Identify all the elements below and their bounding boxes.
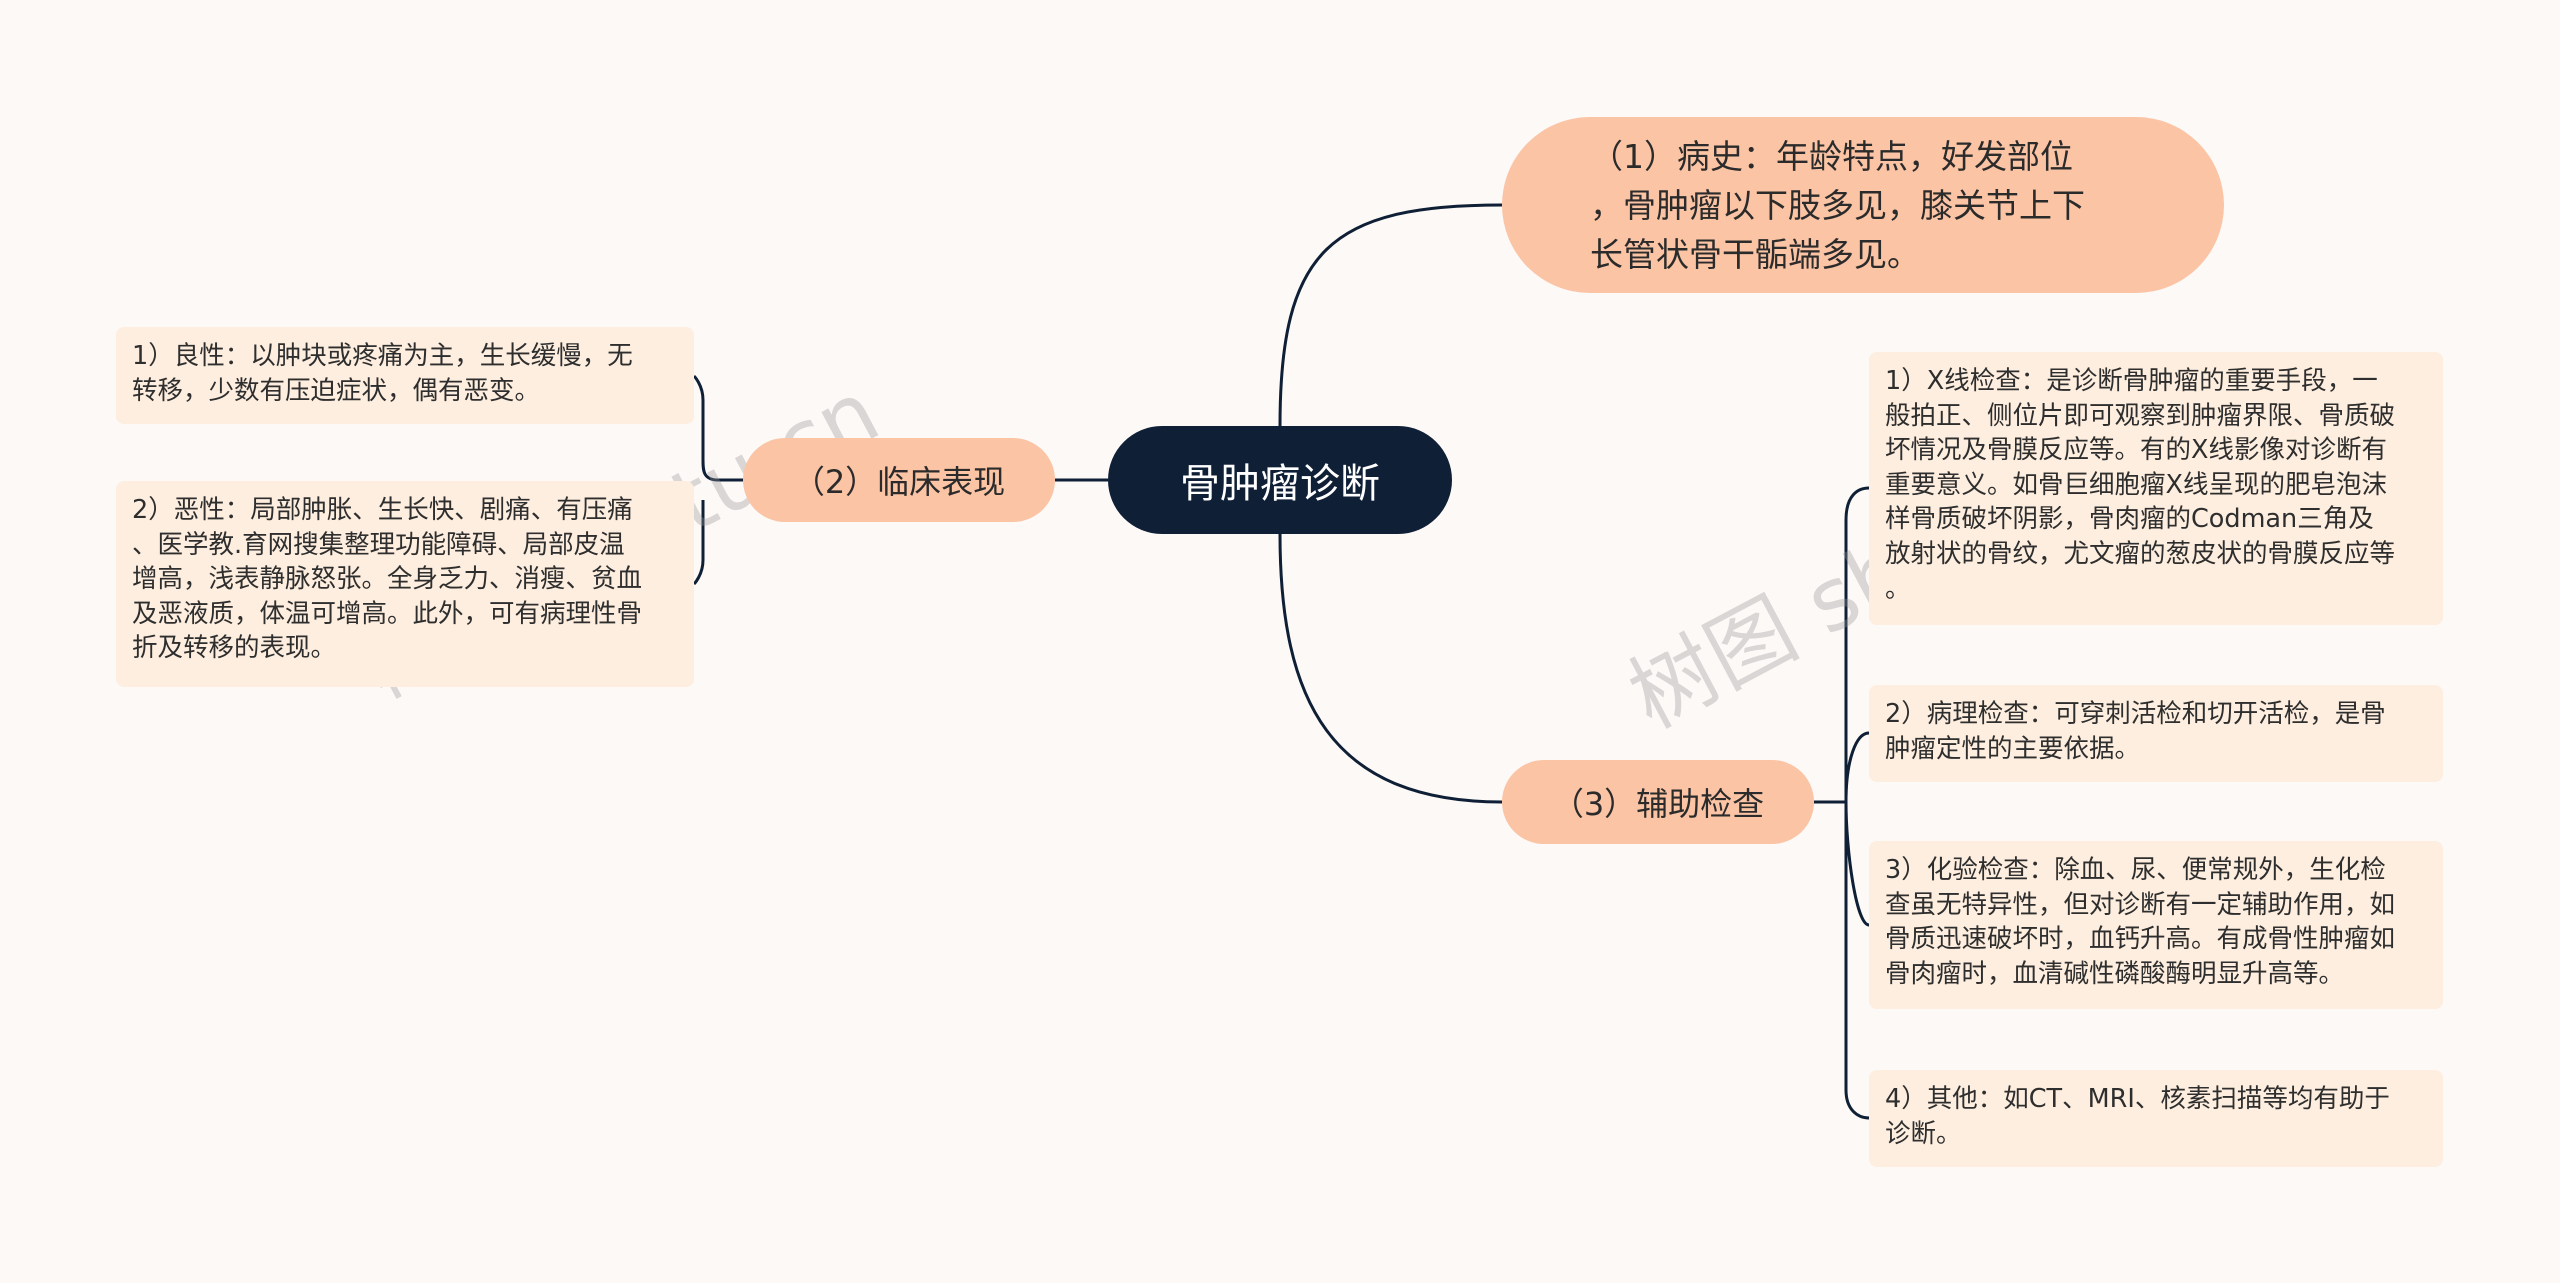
text-line: 3）化验检查：除血、尿、便常规外，生化检 xyxy=(1885,855,2386,885)
leaf-node-xray[interactable]: 1）X线检查：是诊断骨肿瘤的重要手段，一 般拍正、侧位片即可观察到肿瘤界限、骨质… xyxy=(1869,352,2443,625)
text-line: 及恶液质，体温可增高。此外，可有病理性骨 xyxy=(132,598,643,629)
text-line: 放射状的骨纹，尤文瘤的葱皮状的骨膜反应等 xyxy=(1885,538,2396,569)
leaf-node-malignant[interactable]: 2）恶性：局部肿胀、生长快、剧痛、有压痛 、医学教.育网搜集整理功能障碍、局部皮… xyxy=(116,481,694,687)
branch-node-history[interactable]: （1）病史：年龄特点，好发部位 ，骨肿瘤以下肢多见，膝关节上下 长管状骨干骺端多… xyxy=(1502,117,2224,293)
leaf-node-benign[interactable]: 1）良性：以肿块或疼痛为主，生长缓慢，无 转移，少数有压迫症状，偶有恶变。 xyxy=(116,327,694,424)
root-label: 骨肿瘤诊断 xyxy=(1180,461,1380,507)
branch-label: （3）辅助检查 xyxy=(1551,785,1765,823)
root-node[interactable]: 骨肿瘤诊断 xyxy=(1108,426,1452,534)
text-line: 转移，少数有压迫症状，偶有恶变。 xyxy=(132,375,541,406)
text-line: 折及转移的表现。 xyxy=(132,633,337,664)
branch-node-clinical[interactable]: （2）临床表现 xyxy=(743,438,1055,522)
text-line: 肿瘤定性的主要依据。 xyxy=(1885,733,2141,764)
text-line: 4）其他：如CT、MRI、核素扫描等均有助于 xyxy=(1885,1084,2390,1114)
text-line: 查虽无特异性，但对诊断有一定辅助作用，如 xyxy=(1885,889,2396,920)
connector-root-exams xyxy=(1278,533,1503,804)
branch-node-exams[interactable]: （3）辅助检查 xyxy=(1502,760,1814,844)
text-line: 样骨质破坏阴影，骨肉瘤的Codman三角及 xyxy=(1885,504,2374,535)
branch-label: （1）病史：年龄特点，好发部位 ，骨肿瘤以下肢多见，膝关节上下 长管状骨干骺端多… xyxy=(1590,132,2085,279)
text-line: （1）病史：年龄特点，好发部位 xyxy=(1590,136,2073,176)
leaf-node-pathology[interactable]: 2）病理检查：可穿刺活检和切开活检，是骨 肿瘤定性的主要依据。 xyxy=(1869,685,2443,782)
connector-exams-bracket xyxy=(1814,486,1870,1120)
text-line: 。 xyxy=(1885,573,1911,604)
text-line: 2）恶性：局部肿胀、生长快、剧痛、有压痛 xyxy=(132,495,633,525)
text-line: 骨质迅速破坏时，血钙升高。有成骨性肿瘤如 xyxy=(1885,924,2396,955)
text-line: ，骨肿瘤以下肢多见，膝关节上下 xyxy=(1590,185,2085,225)
leaf-node-other[interactable]: 4）其他：如CT、MRI、核素扫描等均有助于 诊断。 xyxy=(1869,1070,2443,1167)
text-line: 2）病理检查：可穿刺活检和切开活检，是骨 xyxy=(1885,699,2386,729)
text-line: 诊断。 xyxy=(1885,1118,1962,1149)
text-line: 重要意义。如骨巨细胞瘤X线呈现的肥皂泡沫 xyxy=(1885,469,2387,500)
connector-root-history xyxy=(1278,203,1503,427)
text-line: 1）良性：以肿块或疼痛为主，生长缓慢，无 xyxy=(132,341,633,371)
text-line: 般拍正、侧位片即可观察到肿瘤界限、骨质破 xyxy=(1885,400,2396,431)
leaf-node-lab[interactable]: 3）化验检查：除血、尿、便常规外，生化检 查虽无特异性，但对诊断有一定辅助作用，… xyxy=(1869,841,2443,1009)
text-line: 1）X线检查：是诊断骨肿瘤的重要手段，一 xyxy=(1885,366,2378,396)
text-line: 增高，浅表静脉怒张。全身乏力、消瘦、贫血 xyxy=(132,564,643,595)
text-line: 、医学教.育网搜集整理功能障碍、局部皮温 xyxy=(132,529,625,560)
text-line: 长管状骨干骺端多见。 xyxy=(1590,234,1920,274)
branch-label: （2）临床表现 xyxy=(792,463,1006,501)
text-line: 骨肉瘤时，血清碱性磷酸酶明显升高等。 xyxy=(1885,958,2345,989)
text-line: 坏情况及骨膜反应等。有的X线影像对诊断有 xyxy=(1885,435,2387,466)
connector-clinical-bracket xyxy=(692,374,743,586)
